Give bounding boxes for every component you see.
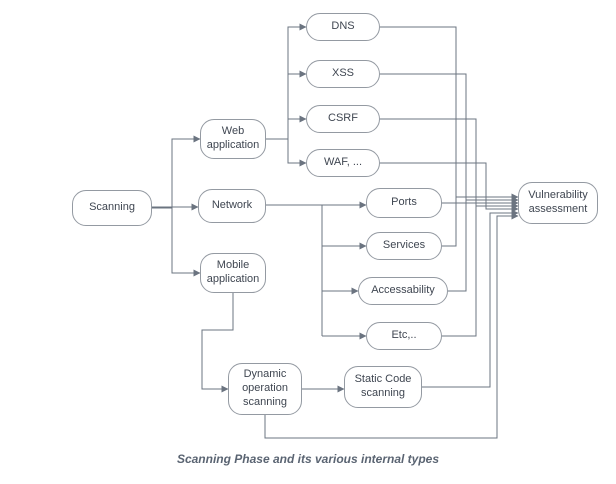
edge-xss-vulnerability <box>380 73 519 204</box>
edge-dynamic-vulnerability <box>264 212 519 439</box>
node-accessability: Accessability <box>358 277 448 305</box>
node-waf: WAF, ... <box>306 149 380 177</box>
node-dynamic-operation-scanning: Dynamic operation scanning <box>228 363 302 415</box>
edge-web-waf <box>266 138 307 167</box>
node-mobile-application: Mobile application <box>200 253 266 293</box>
node-dns: DNS <box>306 13 380 41</box>
edge-static-vulnerability <box>422 209 519 388</box>
node-csrf: CSRF <box>306 105 380 133</box>
node-vulnerability-assessment: Vulnerability assessment <box>518 182 598 224</box>
node-ports-label: Ports <box>391 196 417 209</box>
edge-web-dns <box>266 23 307 140</box>
edge-web-xss <box>266 70 307 140</box>
node-network-label: Network <box>211 199 253 212</box>
edge-mobile-dynamic <box>201 293 234 393</box>
edge-web-csrf <box>266 115 307 140</box>
edge-accessability-join <box>448 200 467 292</box>
node-scanning: Scanning <box>72 190 152 226</box>
node-dns-label: DNS <box>331 20 355 33</box>
node-dynamic-operation-scanning-label: Dynamic operation scanning <box>242 368 288 408</box>
edge-waf-vulnerability <box>380 162 519 213</box>
node-ports: Ports <box>366 188 442 218</box>
edge-etc-join <box>442 206 477 337</box>
node-etc-label: Etc,.. <box>391 329 417 342</box>
node-csrf-label: CSRF <box>328 112 358 125</box>
node-web-application: Web application <box>200 119 266 159</box>
edge-services-join <box>442 197 457 247</box>
node-vulnerability-assessment-label: Vulnerability assessment <box>528 189 588 215</box>
node-static-code-scanning-label: Static Code scanning <box>354 373 412 399</box>
edge-dns-vulnerability <box>380 26 519 201</box>
node-xss-label: XSS <box>331 67 354 80</box>
node-scanning-label: Scanning <box>89 201 135 214</box>
edge-scanning-web-application <box>152 135 201 209</box>
node-web-application-label: Web application <box>206 125 260 151</box>
node-etc: Etc,.. <box>366 322 442 350</box>
edge-scanning-mobile-application <box>152 207 201 277</box>
node-accessability-label: Accessability <box>371 284 435 297</box>
diagram-caption: Scanning Phase and its various internal … <box>176 452 440 466</box>
node-waf-label: WAF, ... <box>323 156 363 169</box>
node-services-label: Services <box>382 239 426 252</box>
node-xss: XSS <box>306 60 380 88</box>
node-services: Services <box>366 232 442 260</box>
node-static-code-scanning: Static Code scanning <box>344 366 422 408</box>
node-mobile-application-label: Mobile application <box>206 259 260 285</box>
node-network: Network <box>198 189 266 223</box>
